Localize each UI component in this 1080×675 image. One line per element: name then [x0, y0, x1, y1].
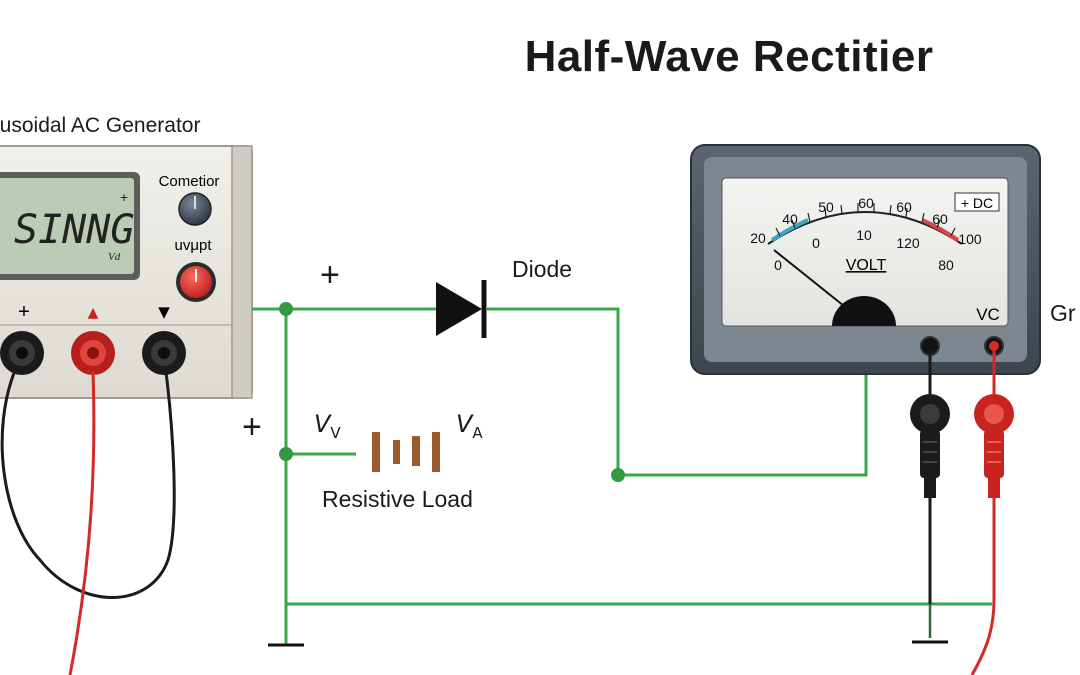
meter-socket-red[interactable]: [989, 341, 999, 351]
knob1-label: Cometior: [159, 173, 220, 190]
voltage-left-subscript: V: [330, 423, 341, 442]
terminal-black-1[interactable]: [0, 331, 44, 375]
red-lead-generator: [68, 371, 96, 675]
terminal-red[interactable]: [71, 331, 115, 375]
polarity-plus-top: +: [320, 256, 340, 294]
black-probe[interactable]: [910, 350, 950, 604]
scale-inner-4: 80: [938, 257, 954, 273]
terminal-label: VC: [976, 305, 1000, 324]
mode-badge: + DC: [961, 195, 993, 211]
scale-inner-1: 0: [812, 235, 820, 251]
lcd-screen: [0, 178, 134, 274]
circuit-wires: [252, 307, 992, 645]
junction-node-right: [611, 468, 625, 482]
scale-outer-3: 60: [858, 195, 874, 211]
lcd-plus: +: [120, 189, 128, 205]
mode-badge-box: [954, 192, 1000, 212]
scale-band-cyan: [770, 218, 809, 242]
unit-label: VOLT: [846, 257, 887, 274]
voltage-right-subscript: A: [472, 423, 483, 442]
terminal-mark-down: ▼: [158, 303, 170, 321]
resistor-symbol: [372, 432, 440, 472]
black-lead-loop: [0, 367, 176, 599]
lcd-sub: Vd: [108, 251, 121, 263]
scale-band-red: [921, 218, 960, 242]
voltage-label-left: VV: [314, 410, 341, 442]
diode-symbol: [436, 280, 487, 338]
terminal-mark-plus: +: [18, 301, 30, 323]
analog-voltmeter: 20 40 50 60 60 60 100 0 0 10 120 80 + DC…: [690, 144, 1041, 375]
scale-outer-4: 60: [896, 199, 912, 215]
ac-generator: SINNG + Vd Cometior uvμpt + ▲ ▼: [0, 145, 253, 399]
voltage-left-symbol: V: [314, 410, 331, 438]
scale-ticks: [775, 203, 956, 237]
scale-outer-5: 60: [932, 211, 948, 227]
scale-inner-2: 10: [856, 227, 872, 243]
scale-outer-1: 40: [782, 211, 798, 227]
lcd-readout: SINNG: [14, 207, 134, 253]
generator-side-panel: [231, 145, 253, 399]
generator-title: nusoidal AC Generator: [0, 114, 201, 137]
wire-top-right: [487, 307, 620, 475]
scale-outer-6: 100: [958, 231, 982, 247]
page-title: Half-Wave Rectitier: [524, 32, 934, 81]
scale-inner-0: 0: [774, 257, 782, 273]
meter-side-label: Gr: [1050, 300, 1076, 326]
voltage-right-symbol: V: [456, 410, 473, 438]
red-probe[interactable]: [970, 350, 1014, 675]
load-label: Resistive Load: [322, 486, 473, 512]
terminal-mark-up: ▲: [88, 305, 99, 321]
terminal-black-2[interactable]: [142, 331, 186, 375]
meter-scale-arc: [767, 211, 963, 245]
ground-symbol-right: [912, 604, 948, 644]
polarity-plus-left: +: [242, 408, 262, 446]
junction-node-top: [279, 302, 293, 316]
scale-outer-2: 50: [818, 199, 834, 215]
wire-meter-return: [618, 374, 868, 477]
junction-node-left: [279, 447, 293, 461]
scale-outer-0: 20: [750, 230, 766, 246]
scale-inner-3: 120: [896, 235, 920, 251]
knob2-label: uvμpt: [175, 237, 213, 254]
needle-pivot: [832, 296, 896, 326]
diode-label: Diode: [512, 256, 573, 282]
voltage-label-right: VA: [456, 410, 483, 442]
